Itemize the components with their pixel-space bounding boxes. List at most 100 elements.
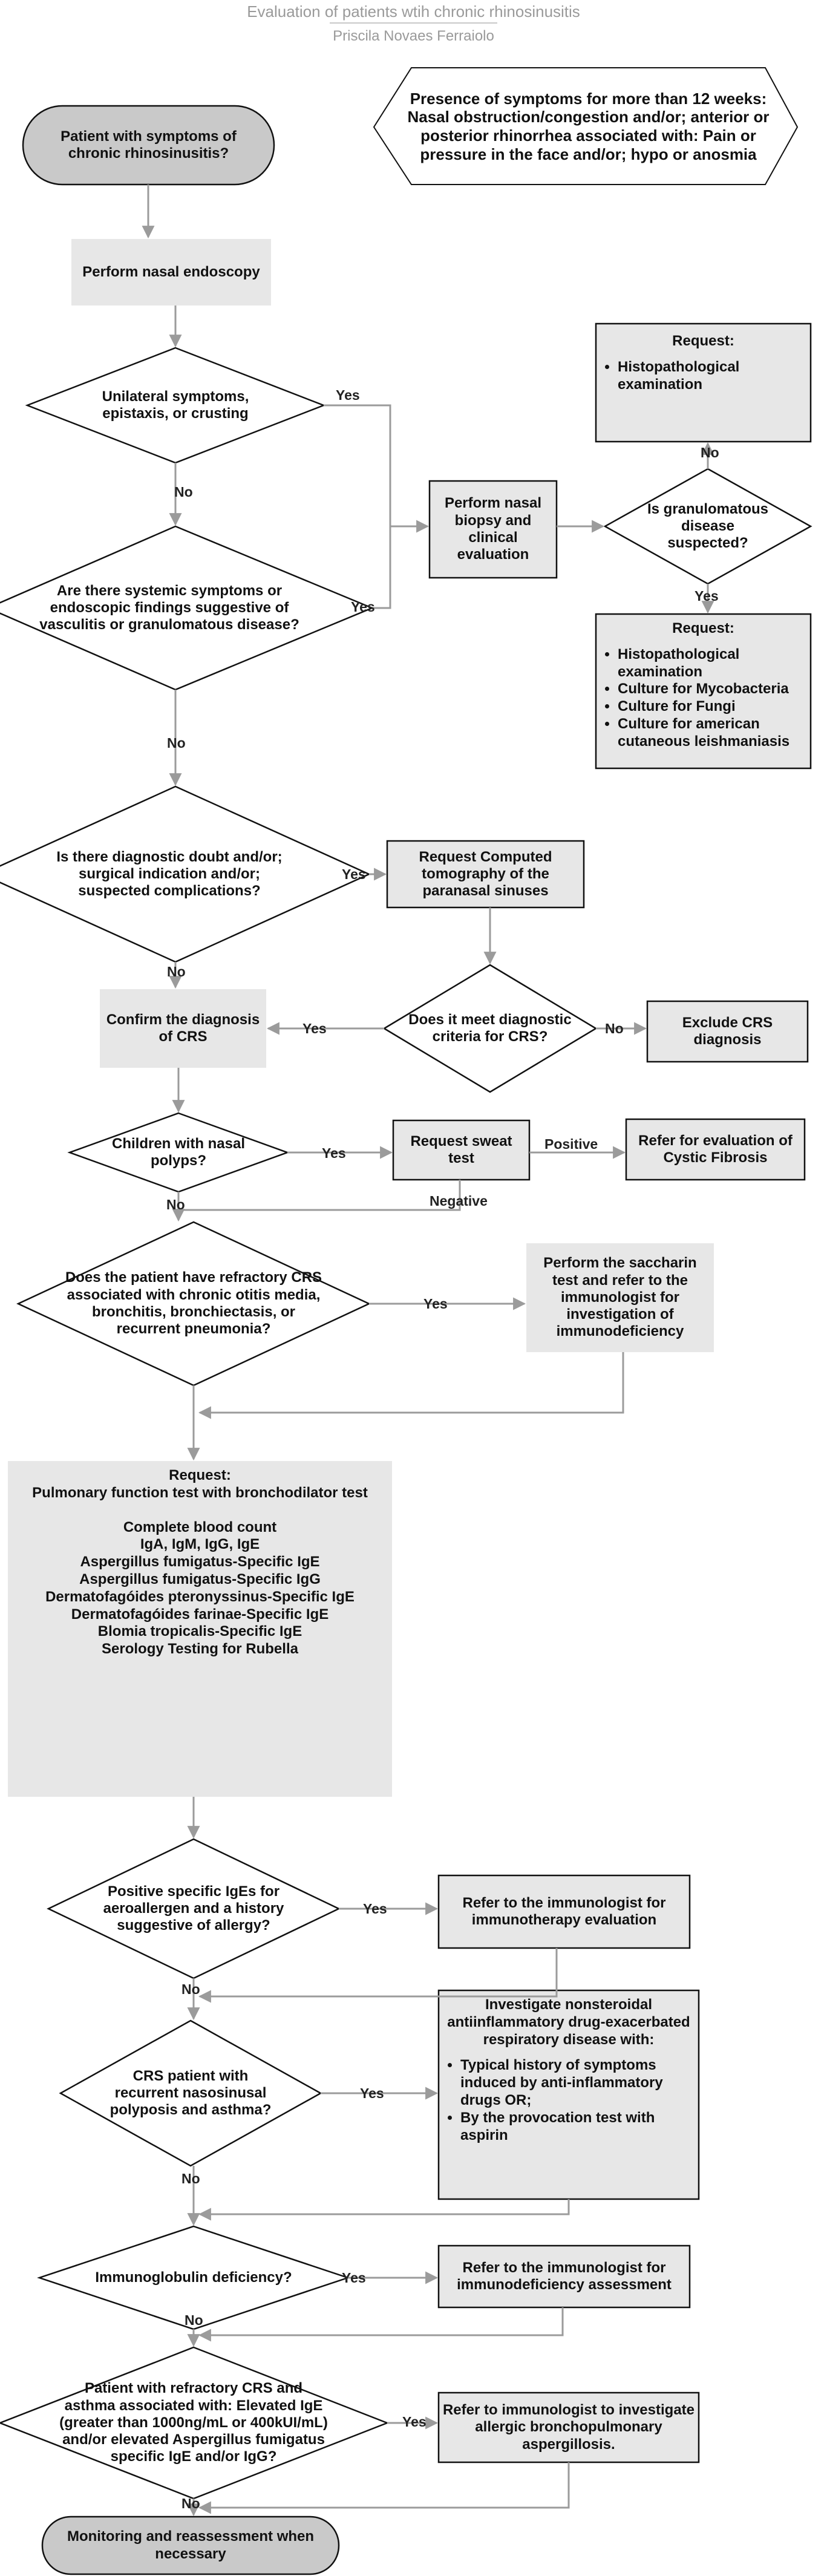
labs-item: Complete blood count [123, 1518, 277, 1535]
immunotherapy-text: Refer to the immunologist for immunother… [462, 1894, 666, 1928]
label-yes: Yes [402, 2414, 427, 2430]
edge-aerd-return [198, 2199, 570, 2221]
aerd-content: Investigate nonsteroidal antiinflammator… [445, 1996, 693, 2144]
q-abpa-text: Patient with refractory CRS and asthma a… [59, 2380, 328, 2465]
endoscopy-box [71, 239, 271, 306]
label-yes: Yes [302, 1021, 327, 1036]
q-refractory-text: Does the patient have refractory CRS ass… [65, 1269, 322, 1338]
q-doubt-text: Is there diagnostic doubt and/or; surgic… [56, 848, 283, 900]
confirm-text: Confirm the diagnosis of CRS [106, 1011, 260, 1045]
labs-item: Dermatofagóides pteronyssinus-Specific I… [45, 1588, 355, 1605]
q-asthma-diamond [59, 2019, 322, 2167]
request-no-content: Request: Histopathological examination [602, 333, 805, 393]
labs-item: Dermatofagóides farinae-Specific IgE [71, 1606, 329, 1623]
label-no: No [167, 964, 186, 979]
q-systemic-text: Are there systemic symptoms or endoscopi… [39, 582, 299, 633]
q-criteria-diamond [382, 964, 598, 1093]
q-allergy-text: Positive specific IgEs for aeroallergen … [103, 1883, 284, 1934]
definition-text: Presence of symptoms for more than 12 we… [407, 89, 770, 163]
label-yes: Yes [322, 1145, 346, 1161]
edge-sweat-negative [181, 1180, 461, 1211]
q-granulomatous-text: Is granulomatous disease suspected? [647, 500, 769, 552]
immunotherapy-box [437, 1874, 691, 1949]
labs-item: Blomia tropicalis-Specific IgE [97, 1623, 302, 1640]
edge-immunoref-return [198, 2307, 564, 2342]
immuno-ref-text: Refer to the immunologist for immunodefi… [457, 2259, 672, 2293]
sweat-text: Request sweat test [410, 1133, 512, 1166]
definition-callout [373, 67, 799, 185]
request-yes-box [595, 613, 812, 770]
q-criteria-text: Does it meet diagnostic criteria for CRS… [408, 1011, 572, 1045]
request-yes-item: Culture for Fungi [618, 698, 805, 716]
end-terminal [41, 2516, 340, 2575]
aerd-title: Investigate nonsteroidal antiinflammator… [447, 1996, 690, 2048]
label-yes: Yes [351, 599, 375, 615]
saccharin-box [526, 1243, 714, 1352]
exclude-text: Exclude CRS diagnosis [682, 1014, 773, 1048]
immuno-ref-box [437, 2244, 691, 2309]
label-no: No [174, 484, 193, 500]
label-yes: Yes [342, 2270, 366, 2286]
label-no: No [181, 1981, 200, 1997]
q-immuno-text: Immunoglobulin deficiency? [95, 2269, 292, 2286]
label-no: No [181, 2496, 200, 2511]
cystic-text: Refer for evaluation of Cystic Fibrosis [638, 1132, 793, 1166]
label-yes: Yes [360, 2085, 384, 2101]
aerd-item: By the provocation test with aspirin [460, 2110, 693, 2145]
confirm-box [100, 989, 266, 1068]
q-asthma-text: CRS patient with recurrent nasosinusal p… [110, 2067, 272, 2119]
request-yes-item: Culture for Mycobacteria [618, 681, 805, 698]
labs-title: Request: [169, 1467, 231, 1483]
label-positive: Positive [544, 1136, 598, 1152]
diagram-title: Evaluation of patients wtih chronic rhin… [247, 2, 580, 21]
label-yes: Yes [342, 866, 366, 882]
q-unilateral-text: Unilateral symptoms, epistaxis, or crust… [102, 388, 249, 422]
label-no: No [701, 445, 719, 460]
labs-item: Serology Testing for Rubella [102, 1641, 298, 1658]
q-children-text: Children with nasal polyps? [111, 1135, 246, 1169]
start-text: Patient with symptoms of chronic rhinosi… [60, 128, 237, 162]
edge-unilateral-yes [324, 404, 391, 609]
aerd-item: Typical history of symptoms induced by a… [460, 2057, 693, 2109]
request-no-item: Histopathological examination [618, 359, 805, 394]
request-yes-title: Request: [672, 620, 734, 636]
exclude-box [646, 1000, 809, 1063]
label-yes: Yes [336, 387, 360, 403]
aerd-box [437, 1989, 700, 2200]
label-yes: Yes [695, 588, 719, 604]
label-no: No [166, 1197, 185, 1212]
cystic-box [625, 1118, 806, 1181]
labs-subtitle: Pulmonary function test with bronchodila… [32, 1484, 368, 1501]
sweat-box [392, 1119, 531, 1181]
label-yes: Yes [423, 1296, 448, 1312]
labs-item: Aspergillus fumigatus-Specific IgE [80, 1554, 320, 1571]
ct-text: Request Computed tomography of the paran… [419, 848, 552, 900]
labs-box [8, 1461, 392, 1797]
end-text: Monitoring and reassessment when necessa… [67, 2528, 315, 2562]
request-yes-item: Histopathological examination [618, 646, 805, 681]
abpa-ref-text: Refer to immunologist to investigate all… [442, 2402, 695, 2453]
diagram-author: Priscila Novaes Ferraiolo [333, 28, 494, 44]
edge-immunotherapy-return [198, 1948, 558, 2003]
request-no-title: Request: [672, 333, 734, 349]
labs-item: Aspergillus fumigatus-Specific IgG [79, 1571, 321, 1587]
saccharin-text: Perform the saccharin test and refer to … [543, 1255, 697, 1340]
labs-item: IgA, IgM, IgG, IgE [140, 1536, 260, 1553]
edge-abparef-return [198, 2462, 570, 2514]
abpa-ref-box [437, 2391, 700, 2463]
edge-saccharin-return [198, 1352, 624, 1419]
request-yes-content: Request: Histopathological examination C… [602, 620, 805, 751]
biopsy-text: Perform nasal biopsy and clinical evalua… [444, 495, 542, 563]
label-yes: Yes [363, 1901, 387, 1917]
label-negative: Negative [430, 1193, 488, 1209]
biopsy-box [428, 480, 558, 579]
label-no: No [185, 2312, 203, 2328]
endoscopy-text: Perform nasal endoscopy [82, 263, 260, 280]
ct-box [386, 840, 585, 909]
labs-content: Request: Pulmonary function test with br… [8, 1467, 392, 1658]
label-no: No [167, 735, 186, 751]
label-no: No [181, 2171, 200, 2186]
request-yes-item: Culture for american cutaneous leishmani… [618, 716, 805, 751]
label-no: No [605, 1021, 624, 1036]
